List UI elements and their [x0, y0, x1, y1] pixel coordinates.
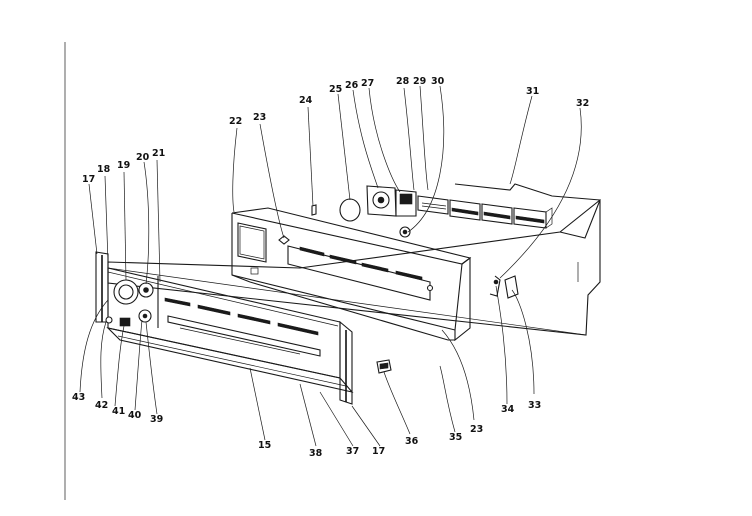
label-20: 20 [136, 152, 150, 163]
latch-bracket [489, 275, 519, 299]
label-27: 27 [361, 78, 374, 89]
label-43: 43 [72, 392, 85, 403]
label-32: 32 [576, 98, 589, 109]
label-23-bottom: 23 [470, 424, 483, 435]
label-22: 22 [229, 116, 242, 127]
small-clip [376, 359, 392, 374]
label-25: 25 [329, 84, 342, 95]
leader-lines [79, 85, 582, 447]
label-17-right: 17 [372, 446, 385, 457]
label-29: 29 [413, 76, 426, 87]
label-40: 40 [128, 410, 142, 421]
clock-knob-assembly [366, 185, 417, 238]
label-18: 18 [97, 164, 111, 175]
part-labels: 17 18 19 20 21 22 23 24 25 26 27 28 29 3… [72, 76, 589, 459]
label-38: 38 [309, 448, 323, 459]
label-23-top: 23 [253, 112, 266, 123]
label-42: 42 [95, 400, 108, 411]
control-housing [231, 204, 472, 342]
front-panel [95, 251, 354, 405]
label-30: 30 [431, 76, 445, 87]
label-17-left: 17 [82, 174, 95, 185]
label-37: 37 [346, 446, 359, 457]
label-15: 15 [258, 440, 271, 451]
label-31: 31 [526, 86, 539, 97]
knob-disc [339, 198, 361, 222]
label-35: 35 [449, 432, 462, 443]
label-19: 19 [117, 160, 130, 171]
label-21: 21 [152, 148, 165, 159]
label-33: 33 [528, 400, 541, 411]
label-36: 36 [405, 436, 419, 447]
label-24: 24 [299, 95, 313, 106]
label-34: 34 [501, 404, 515, 415]
connector-blocks [417, 195, 553, 229]
back-panel [107, 183, 601, 336]
label-26: 26 [345, 80, 359, 91]
label-41: 41 [112, 406, 125, 417]
label-39: 39 [150, 414, 163, 425]
label-28: 28 [396, 76, 410, 87]
